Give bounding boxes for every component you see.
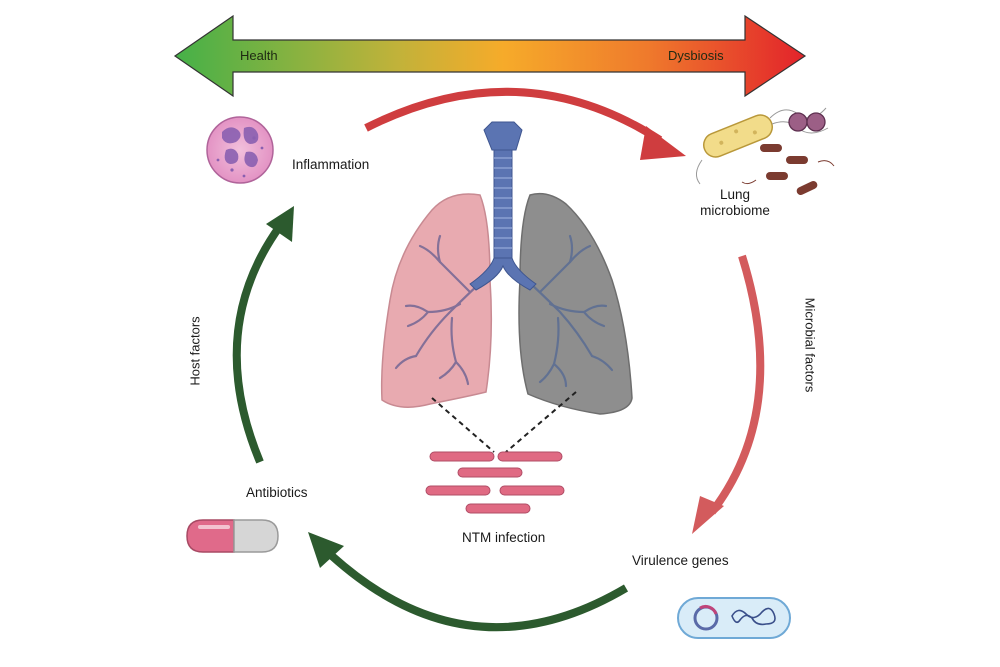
health-label: Health [240,48,278,63]
host-factors-label: Host factors [187,316,203,386]
lung-microbiome-line2: microbiome [700,203,770,218]
lungs-illustration [380,121,633,415]
lung-microbiome-label: Lung microbiome [690,187,780,219]
health-dysbiosis-scale-arrow [173,14,807,98]
inflammation-label: Inflammation [292,157,370,172]
cycle-arrow-bottom [308,532,629,632]
antibiotics-label: Antibiotics [246,485,308,500]
left-lung [380,193,493,408]
ntm-link-lines [431,391,577,453]
microbial-factors-label: Microbial factors [802,297,818,393]
dysbiosis-label: Dysbiosis [668,48,724,63]
virulence-genes-plasmid-icon [677,597,791,639]
lung-microbiome-line1: Lung [719,187,751,202]
trachea [469,121,537,291]
right-lung [518,192,633,415]
ntm-infection-label: NTM infection [462,530,546,545]
ntm-bacilli-icon [425,451,565,514]
cycle-arrow-top [364,87,686,160]
virulence-genes-label: Virulence genes [632,553,729,568]
antibiotic-capsule-icon [186,519,279,553]
bacteria-cluster-icon [696,107,835,195]
cycle-arrow-right [692,254,765,534]
cycle-arrow-left [232,206,294,464]
neutrophil-icon [206,116,274,184]
